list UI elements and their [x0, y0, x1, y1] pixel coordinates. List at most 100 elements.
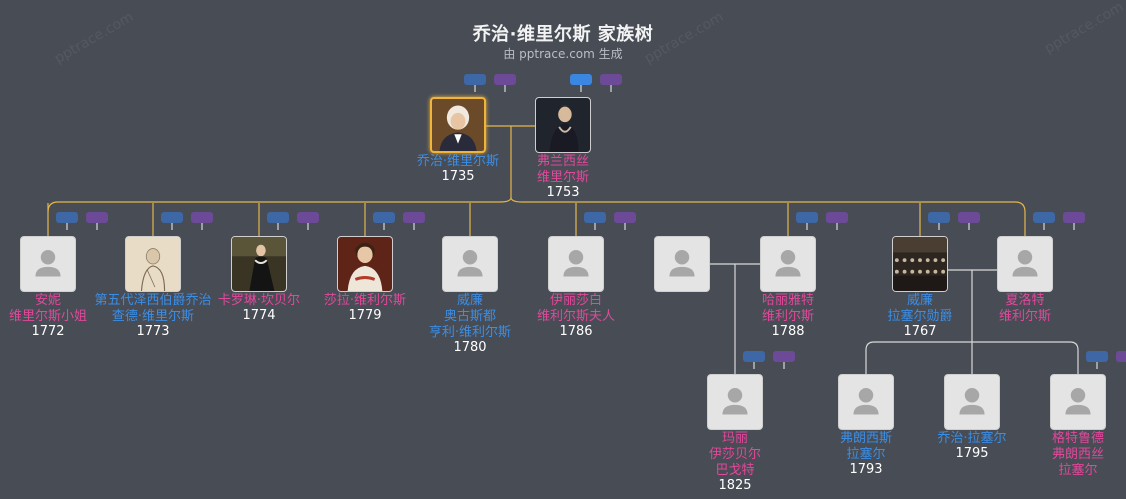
avatar-placeholder[interactable]	[944, 374, 1000, 430]
relation-tag[interactable]	[1086, 351, 1108, 362]
person-name: 第五代泽西伯爵乔治	[94, 293, 212, 308]
person-name: 威廉	[456, 293, 483, 308]
avatar-placeholder[interactable]	[997, 236, 1053, 292]
person-name: 卡罗琳·坎贝尔	[217, 293, 301, 308]
relation-tag[interactable]	[373, 212, 395, 223]
person-name: 维利尔斯	[998, 309, 1051, 324]
person-name: 乔治·维里尔斯	[416, 154, 500, 169]
person-name: 弗朗西丝	[1051, 447, 1104, 462]
portrait-photo[interactable]	[535, 97, 591, 153]
relation-tag[interactable]	[464, 74, 486, 85]
relation-tag[interactable]	[161, 212, 183, 223]
person-birth-year: 1735	[441, 169, 475, 184]
relation-tag[interactable]	[1116, 351, 1126, 362]
relation-tag[interactable]	[773, 351, 795, 362]
portrait-photo[interactable]	[337, 236, 393, 292]
person-name: 乔治·拉塞尔	[937, 431, 1007, 446]
person-name: 亨利·维利尔斯	[428, 325, 512, 340]
person-card-unknown[interactable]	[612, 236, 752, 292]
portrait-photo[interactable]	[430, 97, 486, 153]
person-card-gertrude[interactable]: 格特鲁德弗朗西丝拉塞尔	[1008, 374, 1126, 478]
person-birth-year: 1780	[453, 340, 487, 355]
relation-tag[interactable]	[584, 212, 606, 223]
person-name: 拉塞尔	[1058, 463, 1098, 478]
avatar-placeholder[interactable]	[654, 236, 710, 292]
person-birth-year: 1795	[955, 446, 989, 461]
avatar-icon	[959, 388, 985, 415]
person-name: 维里尔斯小姐	[8, 309, 87, 324]
person-birth-year: 1767	[903, 324, 937, 339]
relation-tag[interactable]	[600, 74, 622, 85]
person-name: 莎拉·维利尔斯	[323, 293, 407, 308]
avatar-placeholder[interactable]	[442, 236, 498, 292]
person-name: 弗朗西斯	[839, 431, 892, 446]
avatar-placeholder[interactable]	[548, 236, 604, 292]
person-name: 伊丽莎白	[549, 293, 602, 308]
relation-tag[interactable]	[743, 351, 765, 362]
person-name: 哈丽雅特	[761, 293, 814, 308]
relation-tag[interactable]	[1033, 212, 1055, 223]
portrait-photo[interactable]	[125, 236, 181, 292]
person-name: 弗兰西丝	[536, 154, 589, 169]
person-name: 维利尔斯	[761, 309, 814, 324]
person-birth-year: 1773	[136, 324, 170, 339]
avatar-icon	[457, 250, 483, 277]
relation-tag[interactable]	[826, 212, 848, 223]
avatar-icon	[775, 250, 801, 277]
relation-tag[interactable]	[403, 212, 425, 223]
relation-tag[interactable]	[1063, 212, 1085, 223]
person-name: 玛丽	[721, 431, 748, 446]
avatar-placeholder[interactable]	[20, 236, 76, 292]
relation-tag[interactable]	[267, 212, 289, 223]
person-name: 查德·维里尔斯	[111, 309, 195, 324]
person-birth-year: 1774	[242, 308, 276, 323]
avatar-icon	[1012, 250, 1038, 277]
relation-tag[interactable]	[928, 212, 950, 223]
person-name: 维里尔斯	[536, 170, 589, 185]
person-birth-year: 1753	[546, 185, 580, 200]
relation-tag[interactable]	[614, 212, 636, 223]
person-name: 拉塞尔勋爵	[887, 309, 953, 324]
person-birth-year: 1786	[559, 324, 593, 339]
relation-tag[interactable]	[570, 74, 592, 85]
tree-title: 乔治·维里尔斯 家族树	[472, 24, 654, 45]
person-birth-year: 1793	[849, 462, 883, 477]
avatar-icon	[563, 250, 589, 277]
person-name: 奥古斯都	[443, 309, 496, 324]
avatar-placeholder[interactable]	[1050, 374, 1106, 430]
person-card-charlotte[interactable]: 夏洛特维利尔斯	[955, 236, 1095, 324]
person-birth-year: 1779	[348, 308, 382, 323]
avatar-placeholder[interactable]	[838, 374, 894, 430]
person-name: 格特鲁德	[1051, 431, 1104, 446]
relation-tag[interactable]	[56, 212, 78, 223]
person-name: 威廉	[906, 293, 933, 308]
person-name: 伊莎贝尔	[708, 447, 761, 462]
relation-tag[interactable]	[86, 212, 108, 223]
person-name: 安妮	[34, 293, 61, 308]
portrait-photo[interactable]	[231, 236, 287, 292]
relation-tag[interactable]	[297, 212, 319, 223]
relation-tag[interactable]	[494, 74, 516, 85]
relation-tag[interactable]	[191, 212, 213, 223]
relation-tag[interactable]	[796, 212, 818, 223]
person-birth-year: 1772	[31, 324, 65, 339]
avatar-placeholder[interactable]	[707, 374, 763, 430]
avatar-placeholder[interactable]	[760, 236, 816, 292]
portrait-photo[interactable]	[892, 236, 948, 292]
relation-tag[interactable]	[958, 212, 980, 223]
